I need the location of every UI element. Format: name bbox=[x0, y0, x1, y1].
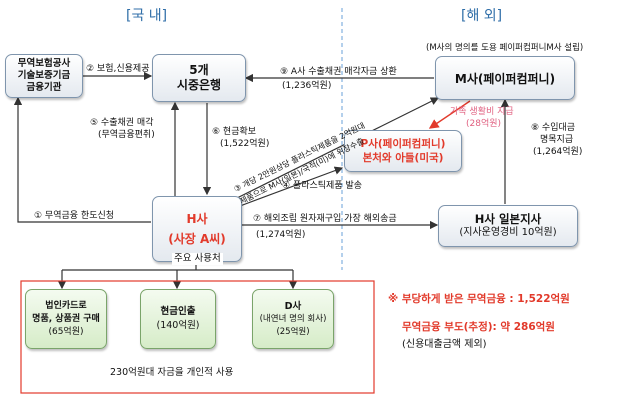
insurance-line3: 금융기관 bbox=[26, 82, 62, 93]
insurance-line2: 기술보증기금 bbox=[17, 70, 71, 81]
h-japan-box: H사 일본지사 (지사운영경비 10억원) bbox=[438, 205, 578, 247]
banks-line1: 5개 bbox=[189, 63, 209, 77]
uses-total: 230억원대 자금을 개인적 사용 bbox=[110, 367, 234, 378]
label-remittance-amount: (1,274억원) bbox=[256, 230, 306, 240]
banks-line2: 시중은행 bbox=[176, 78, 222, 92]
use-d-title2: (내연녀 명의 회사) bbox=[259, 313, 327, 324]
m-company-box: M사(페이퍼컴퍼니) bbox=[435, 56, 575, 100]
use-cash-title: 현금인출 bbox=[160, 306, 196, 317]
insurance-line1: 무역보험공사 bbox=[17, 58, 71, 69]
use-card-amount: (65억원) bbox=[48, 326, 84, 337]
use-d-box: D사 (내연녀 명의 회사) (25억원) bbox=[252, 289, 334, 349]
header-domestic: [국 내] bbox=[126, 8, 168, 24]
top-note: (M사의 명의를 도용 페이퍼컴퍼니M사 설립) bbox=[426, 43, 584, 53]
h-company-label: H사 bbox=[186, 212, 208, 226]
m-company-label: M사(페이퍼컴퍼니) bbox=[454, 71, 556, 86]
use-card-title: 법인카드로 bbox=[45, 300, 87, 311]
label-repayment-amount: (1,236억원) bbox=[282, 81, 332, 91]
label-family-expense: 가족 생활비 지급 bbox=[450, 107, 514, 117]
h-japan-sub: (지사운영경비 10억원) bbox=[459, 227, 557, 238]
p-company-box: P사(페이퍼컴퍼니) 본처와 아들(미국) bbox=[344, 130, 462, 172]
label-ship-products: ④ 플라스틱제품 발송 bbox=[282, 181, 363, 191]
label-import-payment-amount: (1,264억원) bbox=[533, 147, 583, 157]
label-import-payment-1: ⑧ 수입대금 bbox=[531, 123, 576, 133]
label-insurance-credit: ② 보험,신용제공 bbox=[86, 64, 150, 74]
label-sell-bonds-note: (무역금융편취) bbox=[98, 130, 155, 140]
p-company-line2: 본처와 아들(미국) bbox=[362, 152, 444, 164]
use-d-amount: (25억원) bbox=[276, 326, 310, 337]
label-repayment: ⑨ A사 수출채권 매각자금 상환 bbox=[280, 67, 397, 77]
note-default-estimate: 무역금융 부도(추정): 약 286억원 bbox=[402, 321, 555, 333]
banks-box: 5개 시중은행 bbox=[152, 54, 246, 102]
label-remittance: ⑦ 해외조립 원자재구입 가장 해외송금 bbox=[253, 214, 397, 224]
h-ceo-label: (사장 A씨) bbox=[168, 232, 226, 246]
p-company-line1: P사(페이퍼컴퍼니) bbox=[360, 138, 446, 150]
h-company-box: H사 (사장 A씨) bbox=[152, 196, 242, 262]
label-import-payment-2: 명목지급 bbox=[540, 135, 574, 145]
use-cash-amount: (140억원) bbox=[156, 320, 200, 331]
use-d-title: D사 bbox=[284, 300, 302, 312]
note-excluding-credit: (신용대출금액 제외) bbox=[402, 339, 487, 350]
use-card-box: 법인카드로 명품, 상품권 구매 (65억원) bbox=[25, 289, 107, 349]
note-fraud-total: ※ 부당하게 받은 무역금융 : 1,522억원 bbox=[388, 293, 570, 305]
header-overseas: [해 외] bbox=[461, 8, 503, 24]
label-cash-amount: (1,522억원) bbox=[220, 139, 270, 149]
use-card-title2: 명품, 상품권 구매 bbox=[32, 313, 100, 324]
label-sell-bonds: ⑤ 수출채권 매각 bbox=[90, 118, 154, 128]
label-trade-finance: ① 무역금융 한도신청 bbox=[34, 211, 115, 221]
label-family-amount: (28억원) bbox=[466, 119, 502, 129]
use-cash-box: 현금인출 (140억원) bbox=[140, 289, 216, 349]
label-main-use: 주요 사용처 bbox=[172, 253, 223, 265]
h-japan-label: H사 일본지사 bbox=[474, 212, 542, 226]
insurance-box: 무역보험공사 기술보증기금 금융기관 bbox=[5, 54, 83, 98]
label-cash: ⑥ 현금확보 bbox=[212, 127, 257, 137]
